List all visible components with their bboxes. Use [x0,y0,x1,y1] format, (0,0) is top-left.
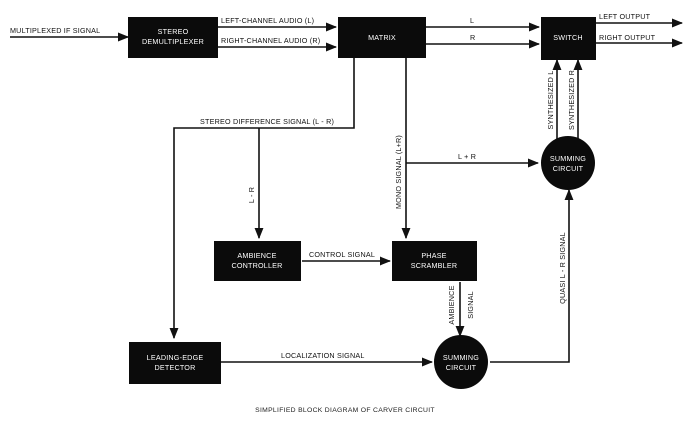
leading-edge-detector-block: LEADING-EDGE DETECTOR [129,342,221,384]
label-r: R [470,33,475,42]
label-right-audio: RIGHT-CHANNEL AUDIO (R) [221,36,320,45]
label-localization: LOCALIZATION SIGNAL [281,351,365,360]
label-control-signal: CONTROL SIGNAL [309,250,375,259]
summing-bottom-line-1: SUMMING [443,353,479,362]
leading-edge-line-2: DETECTOR [154,363,195,372]
phase-scrambler-block: PHASE SCRAMBLER [392,241,477,281]
wire-quasi [490,188,574,363]
label-right-output: RIGHT OUTPUT [599,33,656,42]
switch-block: SWITCH [541,17,596,60]
leading-edge-line-1: LEADING-EDGE [147,353,204,362]
label-l-minus-r: L - R [247,187,256,203]
label-synth-r: SYNTHESIZED R [567,70,576,130]
label-mono-signal: MONO SIGNAL (L+R) [394,135,403,209]
label-ambience-signal-1: AMBIENCE [447,285,456,324]
figure-caption: SIMPLIFIED BLOCK DIAGRAM OF CARVER CIRCU… [255,407,435,414]
matrix-label: MATRIX [368,33,396,42]
wire-stereo-difference [169,58,355,340]
connections [10,18,684,367]
ambience-controller-block: AMBIENCE CONTROLLER [214,241,301,281]
ambience-controller-line-1: AMBIENCE [237,251,276,260]
label-l-plus-r: L + R [458,152,476,161]
label-stereo-difference: STEREO DIFFERENCE SIGNAL (L - R) [200,117,334,126]
label-left-output: LEFT OUTPUT [599,12,651,21]
label-left-audio: LEFT-CHANNEL AUDIO (L) [221,16,314,25]
phase-scrambler-line-1: PHASE [421,251,446,260]
label-quasi: QUASI L - R SIGNAL [558,232,567,304]
label-input: MULTIPLEXED IF SIGNAL [10,26,100,35]
label-synth-l: SYNTHESIZED L [546,71,555,130]
summing-top-line-2: CIRCUIT [553,164,584,173]
label-l: L [470,16,474,25]
stereo-demultiplexer-block: STEREO DEMULTIPLEXER [128,17,218,58]
stereo-demux-line-1: STEREO [158,27,189,36]
phase-scrambler-line-2: SCRAMBLER [411,261,458,270]
summing-bottom-line-2: CIRCUIT [446,363,477,372]
switch-label: SWITCH [553,33,583,42]
signal-labels: MULTIPLEXED IF SIGNAL LEFT-CHANNEL AUDIO… [10,12,656,360]
stereo-demux-line-2: DEMULTIPLEXER [142,37,204,46]
label-ambience-signal-2: SIGNAL [466,291,475,319]
summing-circuit-top: SUMMING CIRCUIT [541,136,595,190]
summing-top-line-1: SUMMING [550,154,586,163]
ambience-controller-line-2: CONTROLLER [231,261,282,270]
matrix-block: MATRIX [338,17,426,58]
summing-circuit-bottom: SUMMING CIRCUIT [434,335,488,389]
